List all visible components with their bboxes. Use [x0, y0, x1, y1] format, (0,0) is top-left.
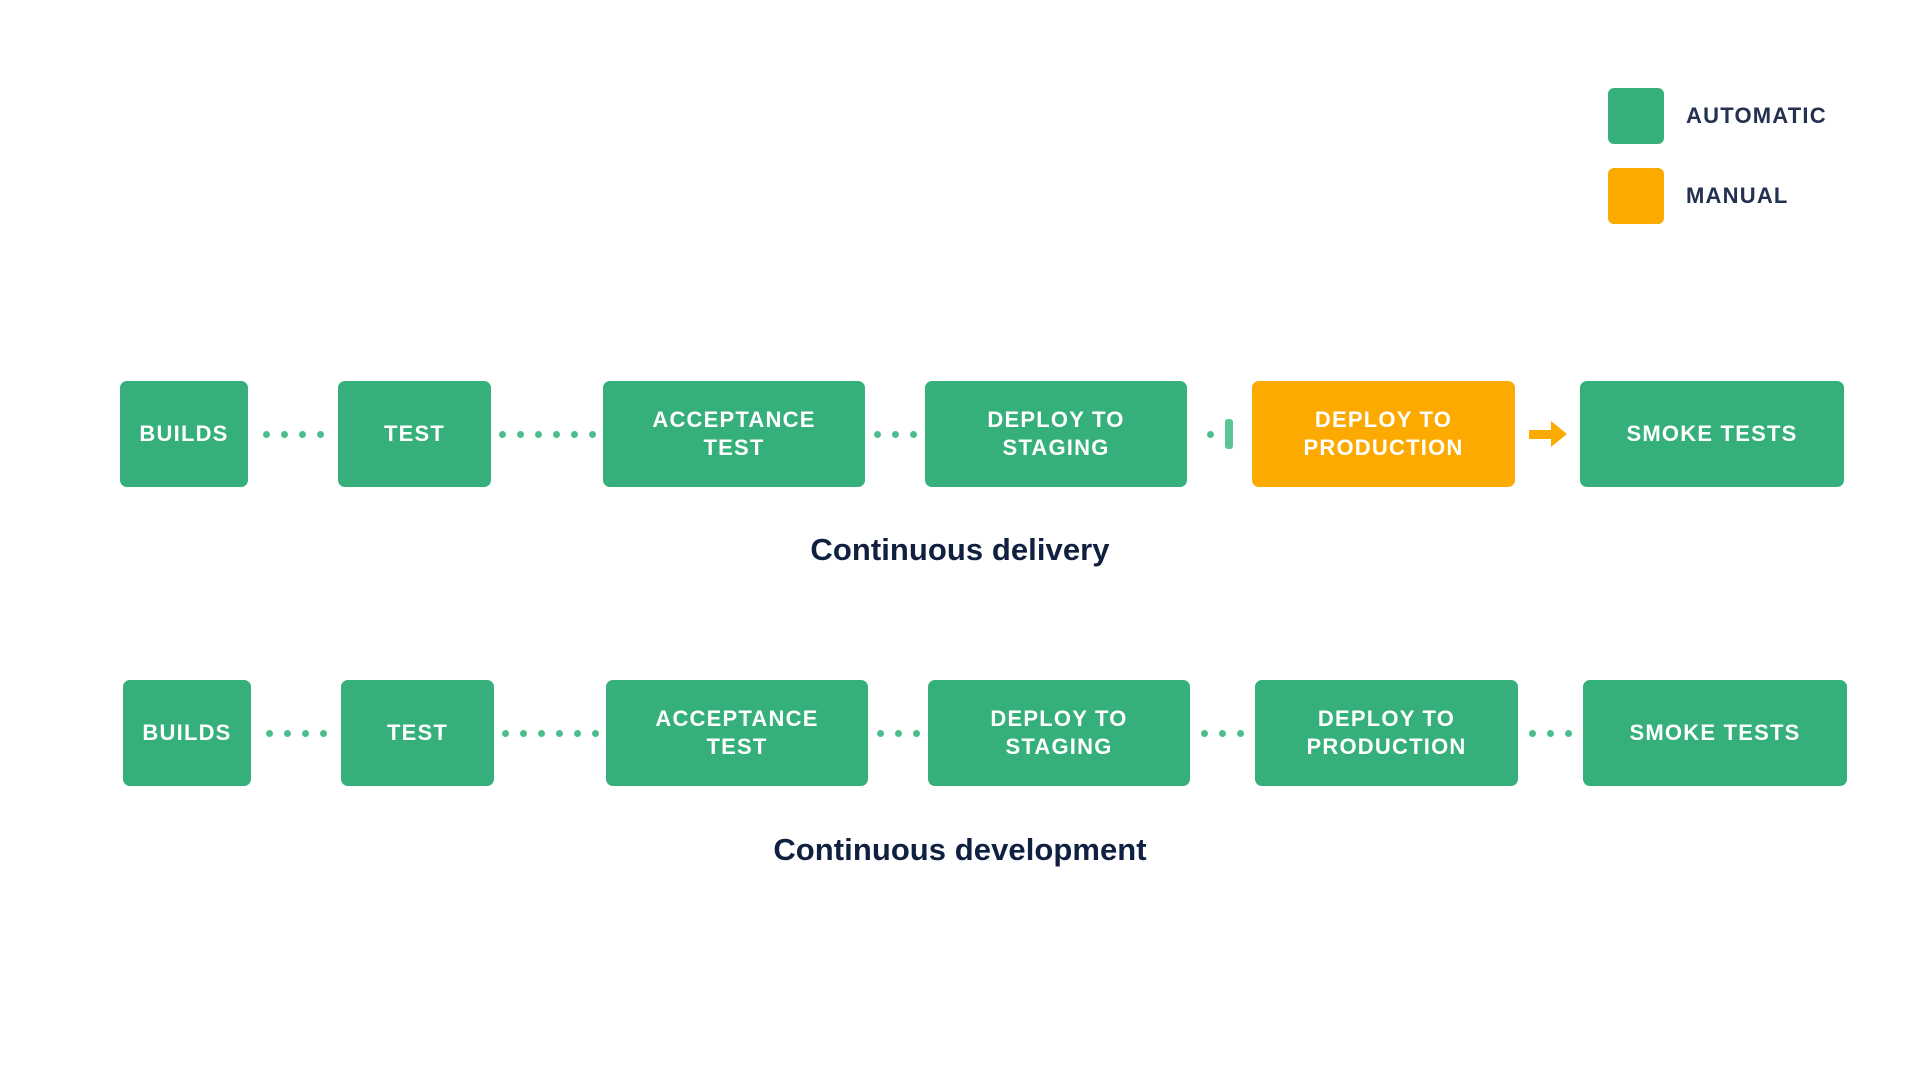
stage-box[interactable]: BUILDS: [123, 680, 251, 786]
stage-label: DEPLOY TO STAGING: [990, 706, 1128, 759]
connector-dot: [534, 430, 542, 438]
green-square-icon: [1608, 88, 1664, 144]
stage-box[interactable]: ACCEPTANCE TEST: [606, 680, 868, 786]
stage-box[interactable]: BUILDS: [120, 381, 248, 487]
connector-dotted-line: [1518, 680, 1583, 786]
caption-continuous-development: Continuous development: [773, 832, 1147, 867]
stage-box[interactable]: DEPLOY TO PRODUCTION: [1252, 381, 1515, 487]
stage-box[interactable]: DEPLOY TO PRODUCTION: [1255, 680, 1518, 786]
legend-label-manual: MANUAL: [1686, 183, 1789, 208]
connector-dot: [1529, 729, 1536, 737]
connector-dot: [280, 430, 288, 438]
stage-label: ACCEPTANCE TEST: [652, 407, 816, 460]
connector-dot: [316, 430, 324, 438]
stage-label: BUILDS: [139, 421, 229, 447]
pipeline-continuous-development: BUILDS TEST ACCEPTANCE TEST DEPLOY TO STAGI…: [123, 680, 1847, 786]
connector-dotted-line: [868, 680, 928, 786]
stage-box[interactable]: ACCEPTANCE TEST: [603, 381, 865, 487]
connector-dot: [552, 430, 560, 438]
legend-item-manual: MANUAL: [1608, 168, 1827, 224]
connector-dot: [1565, 729, 1572, 737]
connector-dot: [1237, 729, 1244, 737]
connector-dot: [498, 430, 506, 438]
stage-box[interactable]: SMOKE TESTS: [1583, 680, 1847, 786]
arrow-right-icon: [1528, 421, 1567, 447]
connector-dot: [588, 430, 596, 438]
connector-dot: [319, 729, 327, 737]
stage-label: DEPLOY TO PRODUCTION: [1306, 706, 1467, 759]
connector-dotted-line: [865, 381, 925, 487]
connector-dot: [283, 729, 291, 737]
legend: AUTOMATIC MANUAL: [1608, 88, 1827, 224]
stage-label: ACCEPTANCE TEST: [655, 706, 819, 759]
connector-dotted-line: [1190, 680, 1255, 786]
connector-dotted-line: [251, 680, 341, 786]
connector-dot: [262, 430, 270, 438]
arrow-head: [1550, 421, 1567, 447]
connector-dot: [912, 729, 920, 737]
connector-dot: [265, 729, 273, 737]
arrow-shaft: [1528, 429, 1551, 439]
connector-arrow-icon: [1515, 381, 1580, 487]
stage-label: DEPLOY TO PRODUCTION: [1303, 407, 1464, 460]
stage-box[interactable]: DEPLOY TO STAGING: [928, 680, 1190, 786]
pipeline-continuous-delivery: BUILDS TEST ACCEPTANCE TEST DEPLOY TO STAGI…: [120, 381, 1844, 487]
stage-label: SMOKE TESTS: [1626, 421, 1798, 447]
stage-label: SMOKE TESTS: [1629, 720, 1801, 746]
connector-dot: [1206, 430, 1214, 438]
connector-dot: [1219, 729, 1226, 737]
stage-label: BUILDS: [142, 720, 232, 746]
connector-dotted-line: [494, 680, 606, 786]
connector-dot: [301, 729, 309, 737]
legend-label-automatic: AUTOMATIC: [1686, 103, 1827, 128]
connector-dotted-line: [248, 381, 338, 487]
connector-dot: [573, 729, 581, 737]
connector-dot: [1547, 729, 1554, 737]
connector-dot: [873, 430, 881, 438]
connector-dot: [591, 729, 599, 737]
connector-gate: [1187, 381, 1252, 487]
connector-dot: [519, 729, 527, 737]
connector-dot: [894, 729, 902, 737]
stage-label: DEPLOY TO STAGING: [987, 407, 1125, 460]
connector-dot: [1201, 729, 1208, 737]
connector-dot: [570, 430, 578, 438]
connector-dot: [891, 430, 899, 438]
manual-gate-bar-icon: [1224, 419, 1233, 449]
legend-item-automatic: AUTOMATIC: [1608, 88, 1827, 144]
stage-box[interactable]: TEST: [338, 381, 491, 487]
connector-dot: [555, 729, 563, 737]
stage-label: TEST: [383, 421, 446, 447]
connector-dot: [909, 430, 917, 438]
connector-dot: [516, 430, 524, 438]
connector-dot: [501, 729, 509, 737]
orange-square-icon: [1608, 168, 1664, 224]
stage-box[interactable]: SMOKE TESTS: [1580, 381, 1844, 487]
connector-dot: [876, 729, 884, 737]
stage-box[interactable]: DEPLOY TO STAGING: [925, 381, 1187, 487]
connector-dot: [537, 729, 545, 737]
connector-dotted-line: [491, 381, 603, 487]
connector-dot: [298, 430, 306, 438]
stage-box[interactable]: TEST: [341, 680, 494, 786]
caption-continuous-delivery: Continuous delivery: [810, 532, 1110, 567]
stage-label: TEST: [386, 720, 449, 746]
